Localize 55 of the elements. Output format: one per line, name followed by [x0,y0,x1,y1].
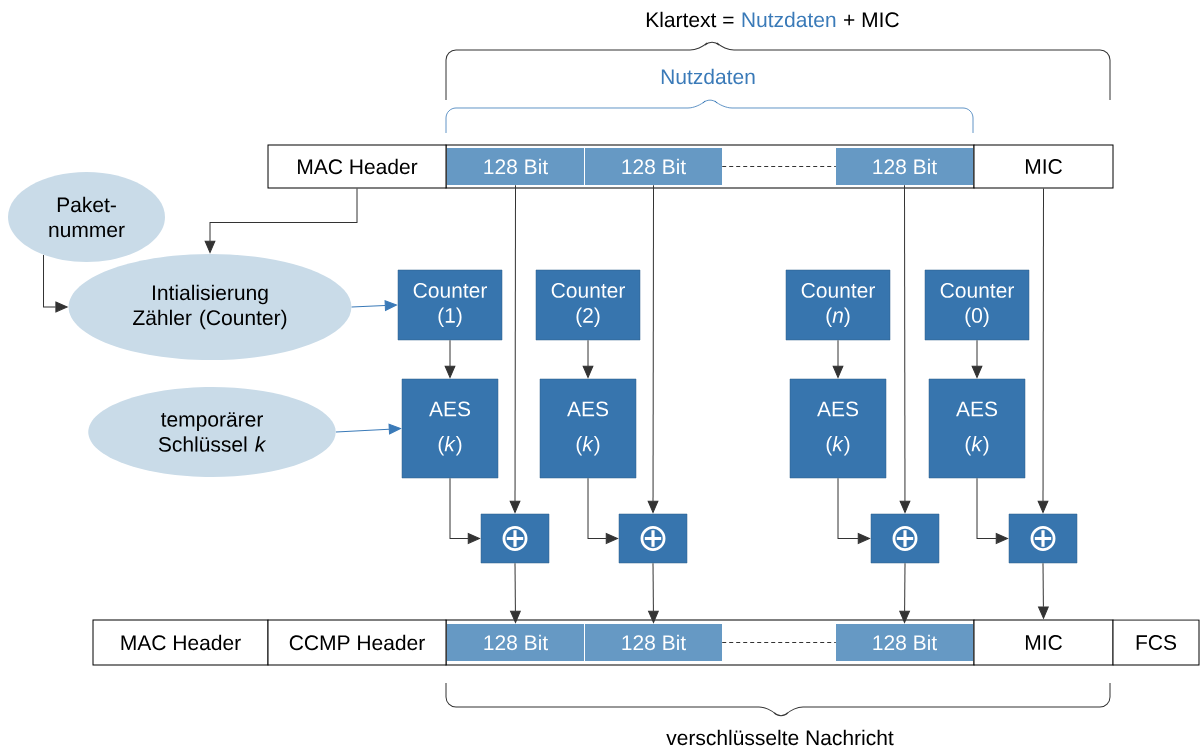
arrow [1038,562,1049,619]
node-label: 128 Bit [484,634,549,651]
aes-box: AES (k) [401,378,499,479]
counter-box: Counter (0) [924,269,1030,341]
counter-box: Counter (1) [397,269,503,341]
counter-box: Counter (n) [785,269,891,341]
dashed-line [721,166,837,167]
dashed-line [721,642,837,643]
data-block: 128 Bit [836,624,973,661]
arrow [509,184,521,513]
counter-box: Counter (2) [535,269,641,341]
data-block: 128 Bit [447,148,584,185]
brace-label: + MIC [844,12,899,28]
brace-label: Klartext = [646,11,734,28]
field-box: MIC [973,144,1114,189]
arrow [335,423,401,435]
field-box: MAC Header [267,144,447,189]
field-box: MAC Header [92,619,269,666]
xor-box: ⊕ [618,513,688,564]
arrow [582,339,594,378]
xor-box: ⊕ [870,513,940,564]
field-box: CCMP Header [267,619,447,666]
arrow [510,562,521,623]
aes-box: AES (k) [539,378,637,479]
arrow [449,477,480,544]
aes-box: AES (k) [789,378,887,479]
brace-label: Nutzdaten [742,11,836,28]
brace-label: verschlüsselte Nachricht [666,729,894,746]
arrow [1037,188,1049,513]
arrow [351,300,397,311]
arrow [444,339,456,378]
arrow [204,188,358,253]
aes-box: AES (k) [928,378,1026,479]
arrow [837,477,870,544]
arrow [976,477,1008,544]
arrow [43,254,68,313]
arrow [587,477,618,544]
node-label: 128 Bit [622,634,687,651]
brace-label: Nutzdaten [661,68,755,85]
data-block: 128 Bit [836,148,973,185]
arrow [899,184,911,513]
data-block: 128 Bit [585,148,722,185]
arrow [832,339,844,378]
arrow [899,562,910,623]
node-label: 128 Bit [484,158,549,175]
xor-box: ⊕ [480,513,550,564]
data-block: 128 Bit [585,624,722,661]
xor-box: ⊕ [1008,513,1078,564]
data-block: 128 Bit [447,624,584,661]
field-box: MIC [973,619,1114,666]
field-box: FCS [1112,619,1200,666]
arrow [971,339,983,378]
arrow [648,562,659,623]
node-label: 128 Bit [622,158,687,175]
arrow [647,184,659,513]
